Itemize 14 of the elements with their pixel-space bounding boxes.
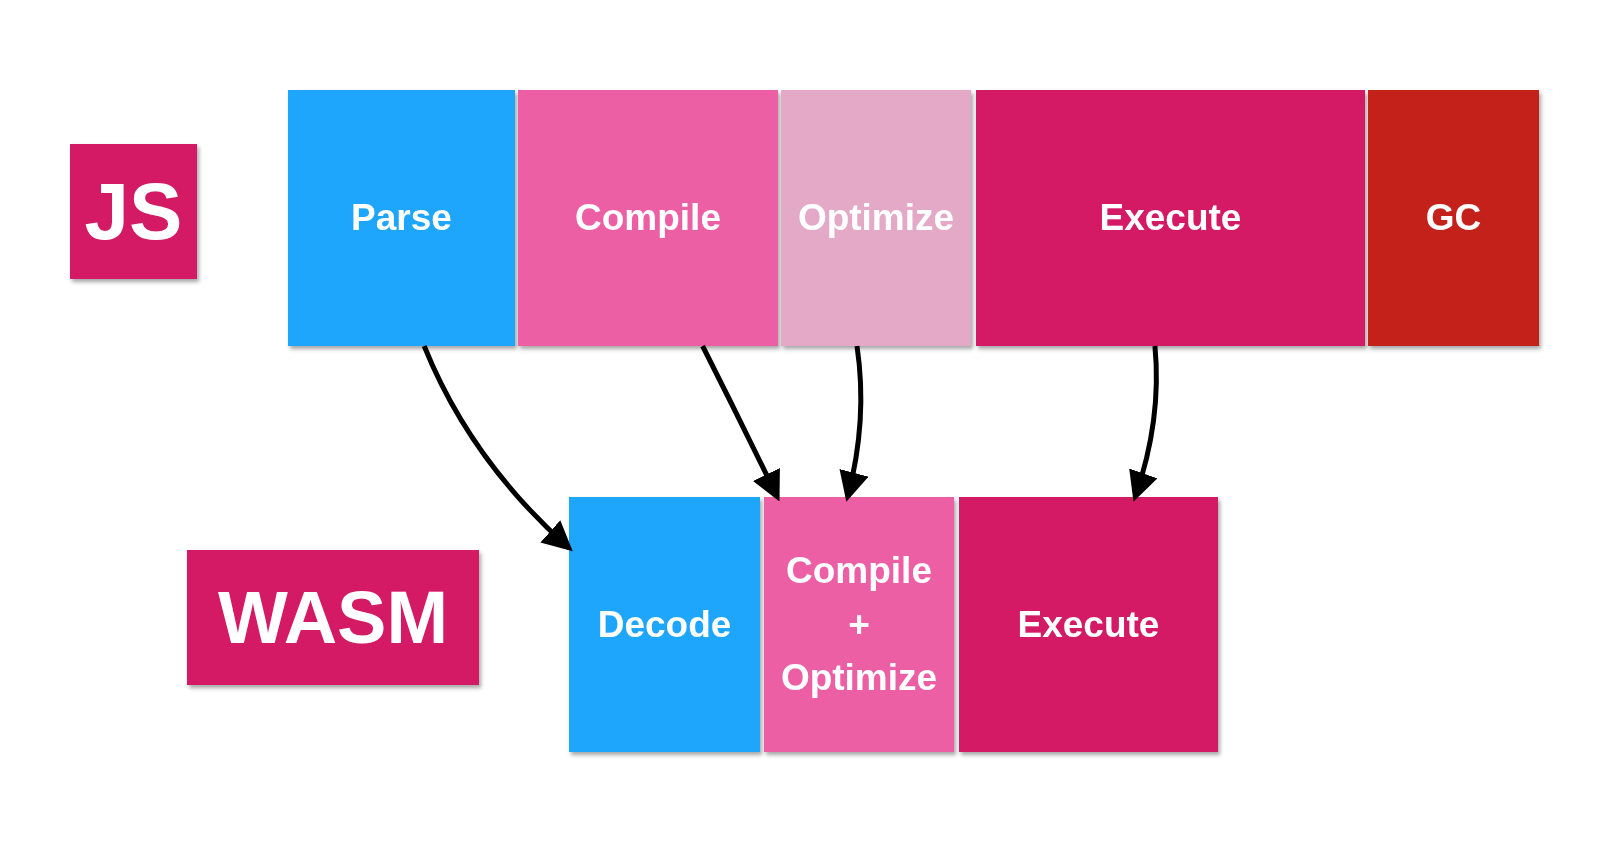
stage-box: Compile — [518, 90, 778, 346]
stage-box: Execute — [959, 497, 1218, 752]
stage-box: Parse — [288, 90, 515, 346]
language-label-box: JS — [70, 144, 197, 279]
arrow — [839, 345, 869, 502]
stage-box: Compile + Optimize — [764, 497, 954, 752]
language-label-box: WASM — [187, 550, 479, 685]
stage-box: Optimize — [781, 90, 971, 346]
stage-box: GC — [1368, 90, 1539, 346]
arrow — [700, 344, 780, 502]
stage-box: Decode — [569, 497, 760, 752]
stage-box: Execute — [976, 90, 1365, 346]
arrow — [421, 345, 573, 552]
arrow — [1128, 345, 1159, 502]
